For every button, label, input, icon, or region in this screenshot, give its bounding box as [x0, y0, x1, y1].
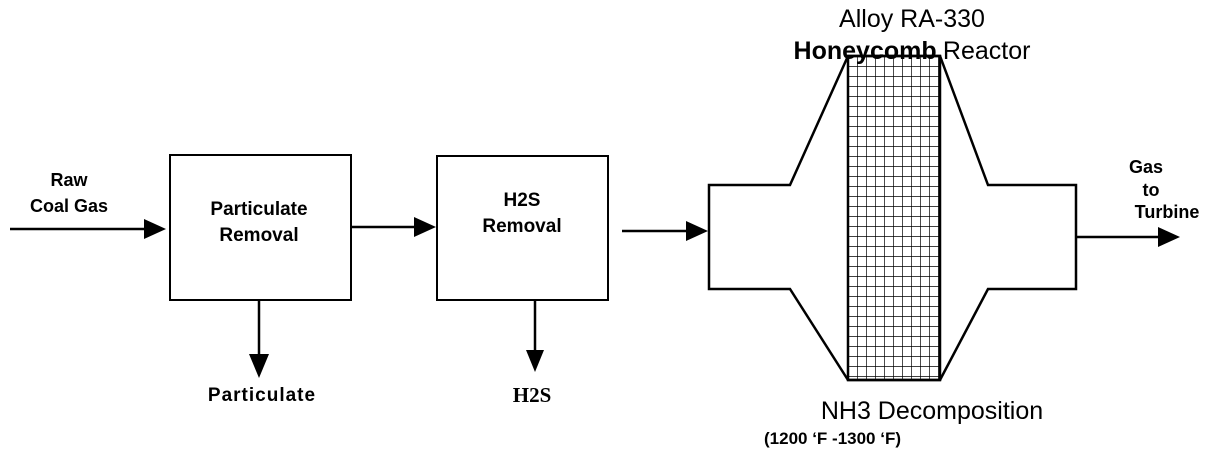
h2s-box-line2: Removal: [482, 216, 562, 237]
connector-arrow-2: [622, 221, 708, 241]
coal-gas-label: Coal Gas: [29, 196, 109, 216]
output-to-label: to: [1142, 180, 1160, 200]
particulate-removal-box: [169, 154, 352, 301]
raw-label: Raw: [50, 170, 88, 190]
output-arrow: [1076, 227, 1180, 247]
particulate-box-line1: Particulate: [210, 199, 308, 220]
reactor-caption: NH3 Decomposition: [820, 397, 1044, 425]
particulate-output-arrow: [249, 300, 269, 378]
reactor-subtitle-plain: Reactor: [942, 37, 1031, 65]
reactor-title: Alloy RA-330: [839, 5, 985, 33]
particulate-box-line2: Removal: [219, 225, 299, 246]
honeycomb-core: [846, 54, 942, 382]
h2s-box-line1: H2S: [503, 190, 541, 211]
h2s-output-arrow: [526, 300, 544, 372]
reactor-subtitle-bold: Honeycomb: [793, 37, 937, 65]
output-turbine-label: Turbine: [1134, 202, 1200, 222]
h2s-output-label: H2S: [512, 383, 552, 407]
particulate-output-label: Particulate: [207, 385, 317, 406]
reactor-temperature: (1200 ‘F -1300 ‘F): [764, 429, 902, 448]
reactor-subtitle: Honeycomb Reactor: [794, 36, 1031, 67]
output-gas-label: Gas: [1128, 157, 1164, 177]
input-arrow: [10, 219, 166, 239]
h2s-removal-box: [436, 155, 609, 301]
connector-arrow-1: [351, 217, 436, 237]
